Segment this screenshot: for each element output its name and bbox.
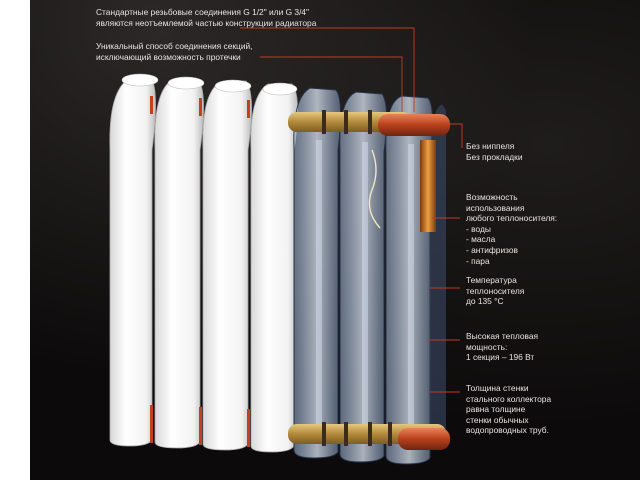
power-line-1: Высокая тепловая (466, 331, 539, 341)
power-line-3: 1 секция – 196 Вт (466, 352, 535, 363)
coolant-line-6: - антифризов (466, 244, 518, 255)
threads-line-1: Стандартные резьбовые соединения G 1/2" … (96, 7, 310, 17)
threads-annotation: Стандартные резьбовые соединения G 1/2" … (96, 7, 316, 28)
coolant-line-1: Возможность (466, 192, 518, 202)
coolant-line-3: любого теплоносителя: (466, 213, 558, 224)
wall-annotation: Толщина стенки стального коллектора равн… (466, 383, 551, 436)
temperature-line-2: теплоносителя (466, 285, 525, 296)
nipple-annotation: Без ниппеля Без прокладки (466, 141, 523, 162)
transparent-sections (293, 87, 446, 465)
wall-line-5: водопроводных труб. (466, 425, 549, 436)
temperature-annotation: Температура теплоносителя до 135 °С (466, 275, 524, 307)
connection-line-2: исключающий возможность протечки (96, 51, 241, 62)
nipple-line-1: Без ниппеля (466, 141, 515, 151)
coolant-annotation: Возможность использования любого теплоно… (466, 192, 557, 266)
coolant-line-4: - воды (466, 223, 491, 234)
collector-pipes (288, 110, 450, 450)
coolant-line-5: - масла (466, 234, 496, 245)
coolant-line-7: - пара (466, 255, 490, 266)
nipple-line-2: Без прокладки (466, 151, 523, 162)
threads-line-2: являются неотъемлемой частью конструкции… (96, 17, 317, 28)
white-sections (109, 73, 298, 453)
coolant-line-2: использования (466, 202, 525, 213)
power-annotation: Высокая тепловая мощность: 1 секция – 19… (466, 331, 538, 363)
connection-line-1: Уникальный способ соединения секций, (96, 41, 253, 51)
wall-line-3: равна толщине (466, 404, 526, 415)
wall-line-2: стального коллектора (466, 393, 552, 404)
temperature-line-1: Температура (466, 275, 517, 285)
connection-annotation: Уникальный способ соединения секций, иск… (96, 41, 253, 62)
power-line-2: мощность: (466, 341, 508, 352)
wall-line-1: Толщина стенки (466, 383, 529, 393)
wall-line-4: стенки обычных (466, 414, 529, 425)
leader-lines (240, 27, 463, 393)
temperature-line-3: до 135 °С (466, 296, 504, 307)
